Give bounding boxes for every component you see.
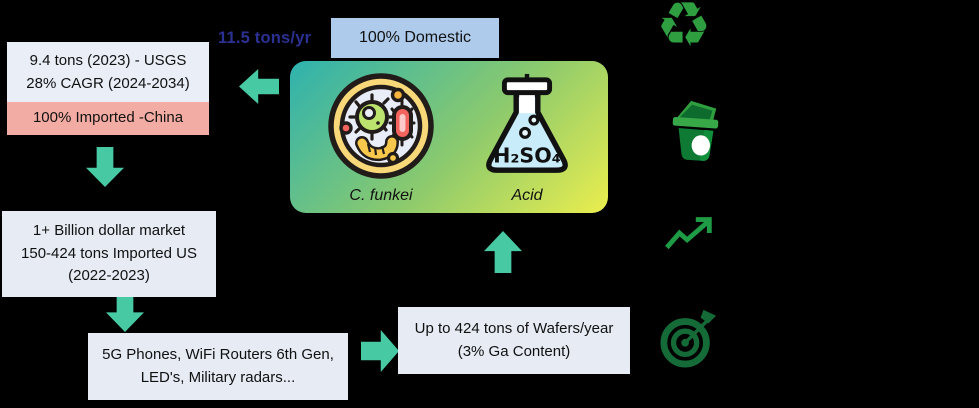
arrow-down-icon <box>106 291 144 332</box>
market-box: 1+ Billion dollar market 150-424 tons Im… <box>2 211 216 297</box>
imported-china-banner: 100% Imported -China <box>7 102 209 135</box>
arrow-up-icon <box>484 231 522 273</box>
arrow-right-icon <box>361 330 399 372</box>
growth-arrow-icon <box>665 217 712 250</box>
market-line-1: 1+ Billion dollar market <box>32 222 186 239</box>
arrow-left-icon <box>239 69 279 104</box>
microbe-label: C. funkei <box>349 187 413 204</box>
bioprocess-box: C. funkei H₂SO₄ Acid <box>290 61 608 213</box>
acid-formula: H₂SO₄ <box>493 143 561 167</box>
petri-dish-icon <box>328 73 434 179</box>
applications-line-1: 5G Phones, WiFi Routers 6th Gen, <box>102 346 334 363</box>
wafers-box: Up to 424 tons of Wafers/year (3% Ga Con… <box>398 307 630 374</box>
applications-box: 5G Phones, WiFi Routers 6th Gen, LED's, … <box>88 333 348 400</box>
domestic-tag: 100% Domestic <box>331 18 499 58</box>
market-line-3: (2022-2023) <box>68 267 150 284</box>
supply-stats-text: 9.4 tons (2023) - USGS 28% CAGR (2024-20… <box>7 42 209 102</box>
supply-stats-box: 9.4 tons (2023) - USGS 28% CAGR (2024-20… <box>5 40 211 137</box>
market-line-2: 150-424 tons Imported US <box>21 244 197 262</box>
supply-line-2: 28% CAGR (2024-2034) <box>26 74 190 92</box>
microbe-group: C. funkei <box>318 71 444 205</box>
wafers-line-1: Up to 424 tons of Wafers/year <box>414 320 614 337</box>
wafers-line-2: (3% Ga Content) <box>457 342 571 360</box>
applications-line-2: LED's, Military radars... <box>140 368 296 386</box>
acid-group: H₂SO₄ Acid <box>472 71 582 205</box>
recycle-icon: ♻ <box>656 0 712 61</box>
target-dart-icon <box>660 309 717 368</box>
acid-label: Acid <box>511 187 543 204</box>
arrow-down-icon <box>86 147 124 187</box>
supply-line-1: 9.4 tons (2023) - USGS <box>29 52 187 69</box>
waste-bin-icon <box>672 100 719 161</box>
flow-rate-label: 11.5 tons/yr <box>218 29 312 47</box>
acid-flask-icon: H₂SO₄ <box>486 73 568 173</box>
